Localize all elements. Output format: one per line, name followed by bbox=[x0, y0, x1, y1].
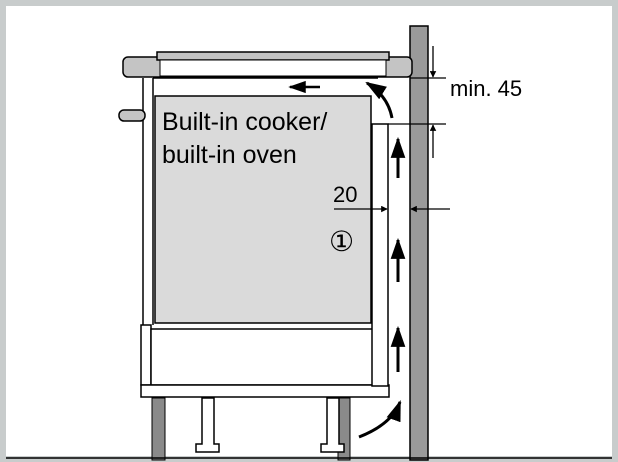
airflow-inlet-arrow bbox=[358, 400, 402, 439]
oven-label-line2: built-in oven bbox=[162, 141, 297, 169]
control-knob bbox=[118, 109, 146, 122]
gap-marker: ① bbox=[329, 226, 354, 257]
airflow-arrows bbox=[288, 80, 406, 439]
gap-dimension-label: 20 bbox=[333, 182, 357, 207]
oven-label-line1: Built-in cooker/ bbox=[162, 108, 327, 136]
kitchen-cabinet bbox=[140, 77, 390, 398]
wall bbox=[409, 25, 429, 461]
hob bbox=[122, 51, 413, 78]
top-clearance-dimension bbox=[388, 46, 446, 158]
top-clearance-label: min. 45 bbox=[450, 76, 522, 101]
cabinet-feet bbox=[195, 397, 345, 453]
airflow-curve-arrow bbox=[365, 81, 394, 119]
